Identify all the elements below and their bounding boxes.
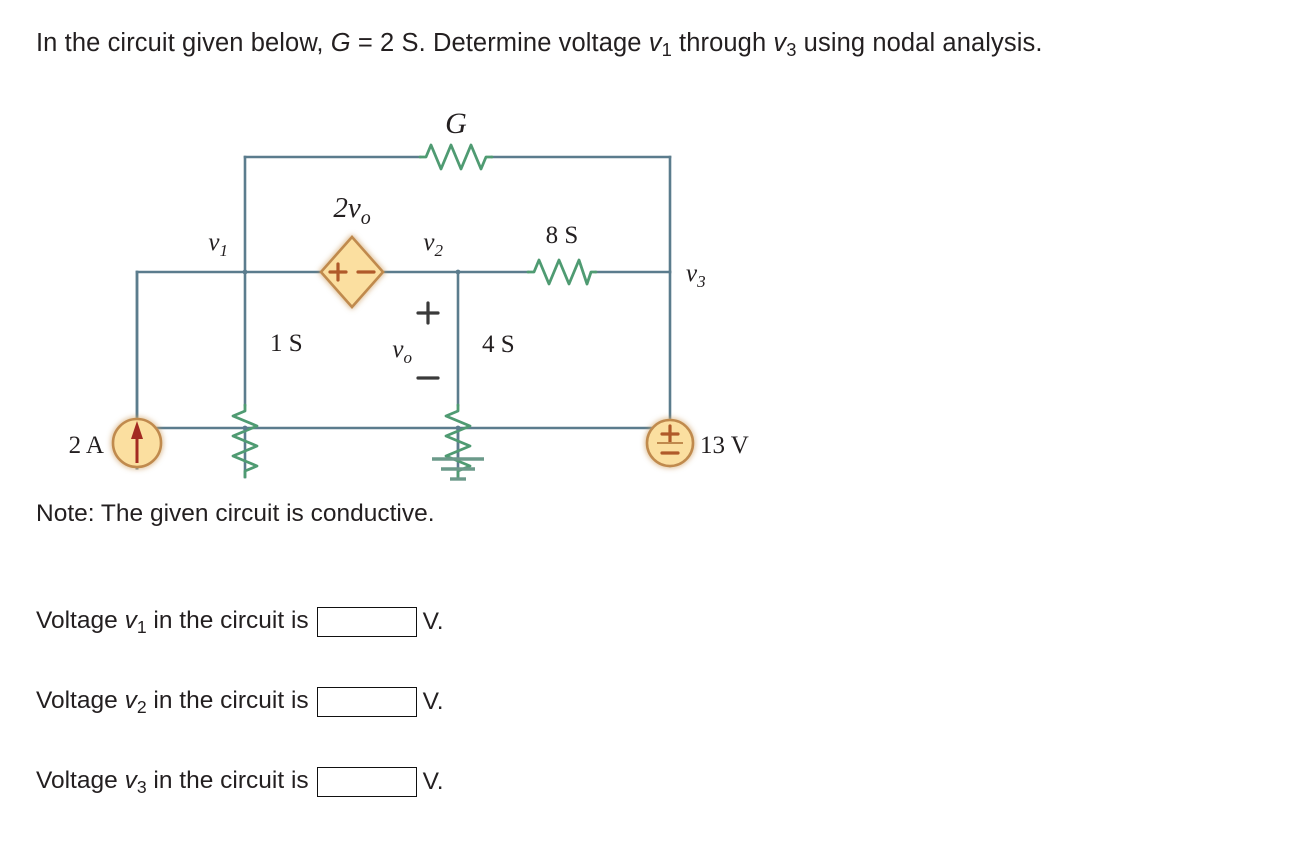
label-8S: 8 S (546, 222, 579, 249)
resistor-G (418, 143, 494, 171)
label-1S: 1 S (270, 330, 303, 357)
prompt-var-v1: v (648, 29, 662, 57)
answers-section: Voltage v1 in the circuit is V. Voltage … (36, 602, 736, 842)
junction-v1-bottom (242, 425, 248, 431)
prompt-text-through: through (671, 29, 774, 57)
answer-row-v1: Voltage v1 in the circuit is V. (36, 602, 736, 642)
prompt-var-v3: v (773, 29, 787, 57)
prompt-var-v3-sub: 3 (786, 39, 797, 61)
ground-symbol (432, 457, 484, 481)
label-G: G (445, 107, 467, 140)
answer-input-v1[interactable] (316, 607, 417, 637)
problem-statement: In the circuit given below, G = 2 S. Det… (36, 26, 1043, 67)
answer-label-v3: Voltage v3 in the circuit is (36, 766, 309, 797)
junction-v1 (242, 269, 248, 275)
junction-v2 (455, 269, 461, 275)
diamond-plus-sign (328, 262, 348, 282)
label-2A: 2 A (69, 432, 104, 459)
answer-row-v3: Voltage v3 in the circuit is V. (36, 762, 736, 802)
junction-ground-node (455, 425, 461, 431)
label-node-v2: v2 (423, 229, 443, 260)
answer-unit-v2: V. (422, 688, 444, 715)
dependent-voltage-source (319, 235, 385, 309)
prompt-symbol-G: G (330, 29, 351, 57)
label-4S: 4 S (482, 331, 515, 358)
answer-label-v2: Voltage v2 in the circuit is (36, 686, 309, 717)
prompt-var-v1-sub: 1 (661, 39, 672, 61)
vo-polarity-plus (416, 301, 440, 325)
answer-input-v2[interactable] (316, 687, 417, 717)
answer-unit-v1: V. (422, 608, 444, 635)
note-text: Note: The given circuit is conductive. (36, 500, 435, 527)
resistor-1S (231, 403, 259, 479)
label-vo: vo (392, 336, 412, 367)
voltage-source-plus (660, 424, 680, 444)
prompt-text-part1: In the circuit given below, (36, 29, 331, 57)
current-source-arrow (131, 421, 143, 463)
prompt-text-equals: = 2 S. Determine voltage (357, 29, 649, 57)
answer-row-v2: Voltage v2 in the circuit is V. (36, 682, 736, 722)
label-13V: 13 V (700, 432, 749, 459)
prompt-text-part2: using nodal analysis. (796, 29, 1043, 57)
answer-label-v1: Voltage v1 in the circuit is (36, 606, 309, 637)
resistor-8S (526, 258, 598, 286)
answer-input-v3[interactable] (316, 767, 417, 797)
label-2vo: 2vo (333, 192, 370, 229)
circuit-diagram: .wire { stroke:#5b7c8d; stroke-width:2.6… (0, 95, 840, 490)
label-node-v3: v3 (686, 260, 706, 291)
answer-unit-v3: V. (422, 768, 444, 795)
label-node-v1: v1 (208, 229, 228, 260)
